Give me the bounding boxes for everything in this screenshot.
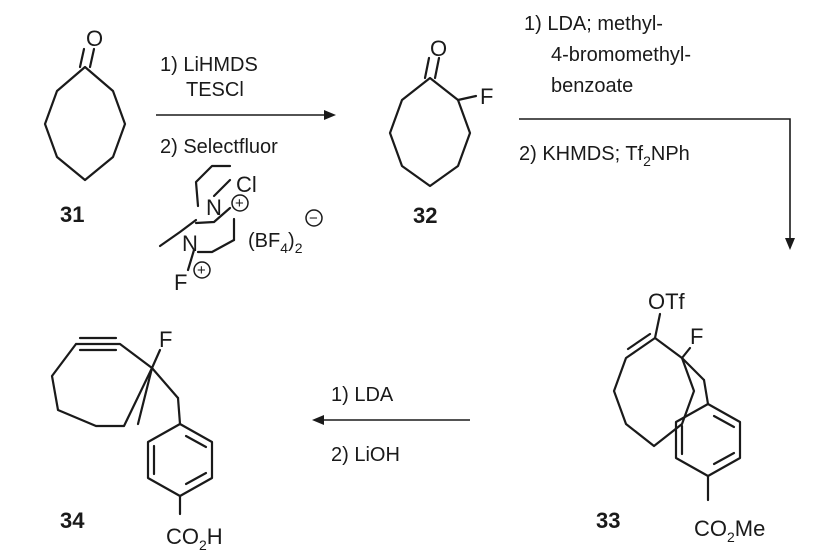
compound-33-ester: CO2Me: [694, 516, 765, 545]
selectfluor-close-paren: ): [288, 230, 295, 252]
selectfluor-counterion-open: (BF4)2: [248, 230, 303, 256]
selectfluor-plus-2: +: [197, 262, 206, 279]
compound-34-label: 34: [60, 508, 85, 533]
compound-34-co: CO: [166, 524, 199, 549]
selectfluor-bf-subscript: 4: [280, 240, 288, 256]
compound-34-structure: F CO2H: [50, 327, 223, 553]
compound-33-structure: OTf F CO2Me: [612, 289, 765, 545]
selectfluor-plus-1: +: [235, 195, 244, 212]
compound-31-label: 31: [60, 202, 84, 227]
compound-34-acid: CO2H: [166, 524, 223, 553]
compound-31-oxygen: O: [86, 26, 103, 51]
step2-reagent-line3: benzoate: [551, 75, 633, 97]
step1-reagent-line3: 2) Selectfluor: [160, 136, 278, 158]
compound-33-fluorine: F: [690, 324, 703, 349]
step1-reagent-line1: 1) LiHMDS: [160, 54, 258, 76]
step2-line4-suffix: NPh: [651, 143, 690, 165]
compound-32-structure: O F: [388, 36, 493, 188]
step3-reagent-line1: 1) LDA: [331, 384, 394, 406]
step2-reagent-line2: 4-bromomethyl-: [551, 44, 691, 66]
selectfluor-bf: (BF: [248, 230, 280, 252]
compound-33-label: 33: [596, 508, 620, 533]
step1-reagent-line2: TESCl: [186, 79, 244, 101]
compound-34-subscript: 2: [199, 537, 207, 553]
selectfluor-nitrogen-1: N: [206, 195, 222, 220]
compound-34-fluorine: F: [159, 327, 172, 352]
compound-33-me: Me: [735, 516, 766, 541]
selectfluor-minus: −: [309, 210, 318, 227]
compound-32-fluorine: F: [480, 84, 493, 109]
step3-reagent-line2: 2) LiOH: [331, 444, 400, 466]
selectfluor-charge-circle-1: [231, 194, 249, 212]
selectfluor-nitrogen-2: N: [182, 231, 198, 256]
selectfluor-chlorine: Cl: [236, 172, 257, 197]
selectfluor-structure: [158, 164, 236, 272]
compound-32-oxygen: O: [430, 36, 447, 61]
compound-33-otf: OTf: [648, 289, 686, 314]
reaction-arrow-1: [156, 110, 336, 120]
selectfluor-charge-circle-2: [193, 261, 211, 279]
step2-line4-prefix: 2) KHMDS; Tf: [519, 143, 644, 165]
step2-reagent-line4: 2) KHMDS; Tf2NPh: [519, 143, 690, 169]
compound-33-co: CO: [694, 516, 727, 541]
selectfluor-paren-subscript: 2: [295, 240, 303, 256]
compound-33-subscript: 2: [727, 529, 735, 545]
compound-34-h: H: [207, 524, 223, 549]
selectfluor-anion-circle: [305, 209, 323, 227]
compound-32-label: 32: [413, 203, 437, 228]
step2-reagent-line1: 1) LDA; methyl-: [524, 13, 663, 35]
reaction-arrow-2: [519, 118, 795, 250]
compound-31-structure: O: [43, 26, 127, 182]
step2-line4-subscript: 2: [643, 153, 651, 169]
reaction-arrow-3: [312, 415, 470, 425]
selectfluor-fluorine: F: [174, 270, 187, 295]
